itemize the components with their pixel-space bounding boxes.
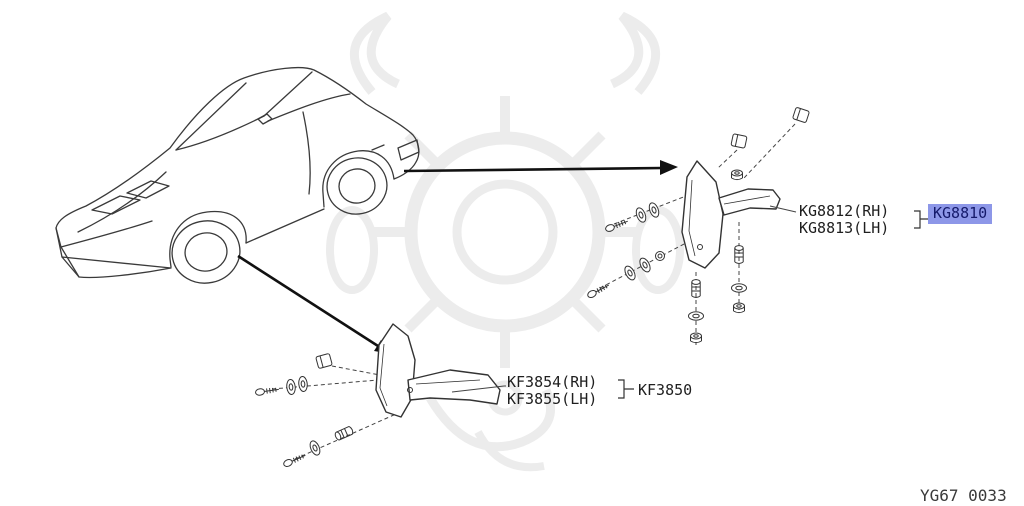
front-part-number-rh: KF3854(RH) bbox=[507, 373, 598, 391]
label-bracket bbox=[618, 379, 634, 399]
leader-line bbox=[451, 385, 506, 393]
screw-icon bbox=[254, 385, 280, 397]
washer-icon bbox=[297, 375, 309, 393]
washer-icon bbox=[307, 438, 323, 458]
front-mudguard-shape[interactable] bbox=[375, 323, 416, 418]
clip-icon bbox=[791, 106, 811, 124]
nut-icon bbox=[690, 332, 702, 344]
nut-icon bbox=[733, 302, 745, 314]
front-mudguard-assembly bbox=[254, 323, 634, 469]
screw-icon bbox=[282, 451, 308, 469]
leader-line bbox=[769, 205, 797, 213]
diagram-code: YG67 0033 bbox=[920, 486, 1007, 505]
label-bracket bbox=[914, 210, 928, 229]
clip-icon bbox=[315, 352, 333, 370]
grommet-icon bbox=[655, 251, 665, 261]
front-part-group-number[interactable]: KF3850 bbox=[638, 381, 693, 399]
front-part-number-lh: KF3855(LH) bbox=[507, 390, 598, 408]
rear-mudguard-arm-shape[interactable] bbox=[718, 188, 781, 216]
rear-mudguard-assembly bbox=[586, 106, 928, 345]
front-mudguard-arm-shape[interactable] bbox=[407, 369, 501, 405]
highlighted-part-number[interactable]: KG8810 bbox=[928, 204, 993, 224]
washer-icon bbox=[285, 378, 297, 396]
car-illustration bbox=[55, 66, 420, 284]
nut-icon bbox=[731, 169, 743, 181]
arrow-to-rear-mudguard-icon bbox=[403, 160, 678, 175]
clip-icon bbox=[730, 133, 748, 149]
washer-icon bbox=[688, 311, 704, 321]
rear-part-number-lh: KG8813(LH) bbox=[799, 219, 890, 237]
washer-icon bbox=[731, 283, 747, 293]
rear-part-number-rh: KG8812(RH) bbox=[799, 202, 890, 220]
rear-mudguard-shape[interactable] bbox=[681, 160, 724, 269]
bolt-icon bbox=[333, 425, 355, 442]
rear-part-group-number[interactable]: KG8810 bbox=[928, 204, 993, 224]
